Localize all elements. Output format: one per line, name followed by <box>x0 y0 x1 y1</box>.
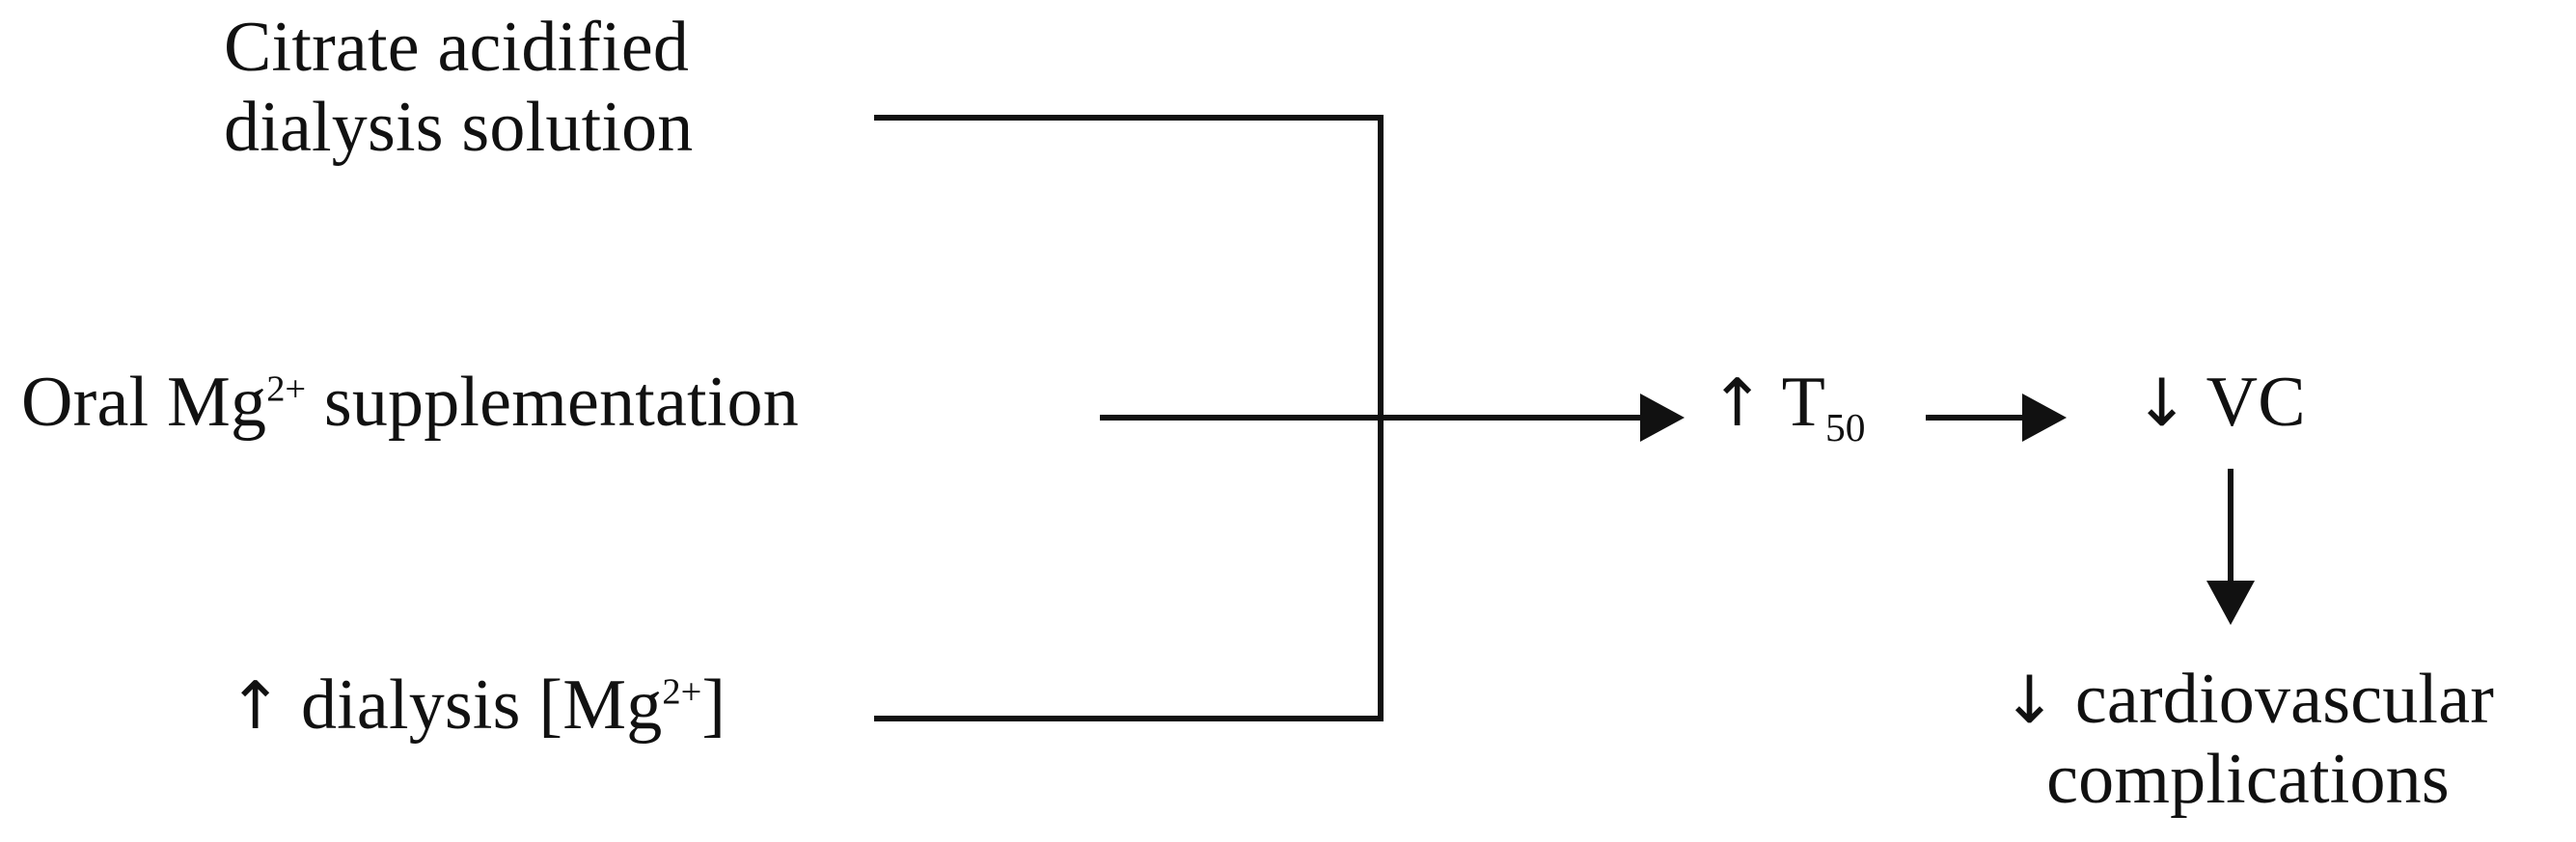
up-arrow-icon: ↑ <box>1710 366 1766 442</box>
node-dialysis-mg-superscript: 2+ <box>662 671 702 713</box>
node-decreased-cardiovascular-complications: ↓ cardiovascular complications <box>1939 660 2557 820</box>
node-oral-mg-superscript: 2+ <box>266 368 307 410</box>
connector-citrate-to-spine <box>874 115 1384 121</box>
arrowhead-down-icon <box>2206 581 2255 625</box>
node-dialysis-mg-suffix: ] <box>701 665 726 745</box>
down-arrow-icon: ↓ <box>2134 366 2190 442</box>
node-oral-mg-suffix: supplementation <box>306 363 799 442</box>
node-citrate-acidified-dialysis-solution: Citrate acidified dialysis solution <box>224 8 694 168</box>
connector-spine-to-t50-line <box>1378 415 1667 421</box>
node-citrate-line2: dialysis solution <box>224 87 694 167</box>
arrowhead-right-icon <box>2022 394 2067 442</box>
arrowhead-right-icon <box>1640 394 1685 442</box>
node-increased-dialysis-magnesium: ↑ dialysis [Mg2+] <box>228 665 726 746</box>
connector-dialysis-mg-to-spine <box>874 716 1384 721</box>
connector-t50-to-vc-line <box>1926 415 2042 421</box>
node-citrate-line1: Citrate acidified <box>224 8 690 87</box>
node-cardio-line2: complications <box>2046 739 2450 819</box>
node-t50-label: T <box>1765 363 1826 442</box>
node-t50-subscript: 50 <box>1825 404 1866 449</box>
down-arrow-icon: ↓ <box>2001 663 2058 739</box>
node-dialysis-mg-prefix: dialysis [Mg <box>283 665 663 745</box>
node-increased-t50: ↑ T50 <box>1710 363 1865 448</box>
connector-oral-mg-to-spine <box>1100 415 1384 421</box>
node-oral-mg-supplementation: Oral Mg2+ supplementation <box>21 363 799 443</box>
node-cardio-line1: ↓ cardiovascular <box>1939 660 2557 740</box>
up-arrow-icon: ↑ <box>228 668 284 745</box>
node-decreased-vascular-calcification: ↓ VC <box>2134 363 2306 443</box>
connector-vc-to-cardio-line <box>2228 469 2233 588</box>
node-oral-mg-prefix: Oral Mg <box>21 363 267 442</box>
node-vc-label: VC <box>2189 363 2306 442</box>
node-cardio-line1-label: cardiovascular <box>2057 660 2495 739</box>
